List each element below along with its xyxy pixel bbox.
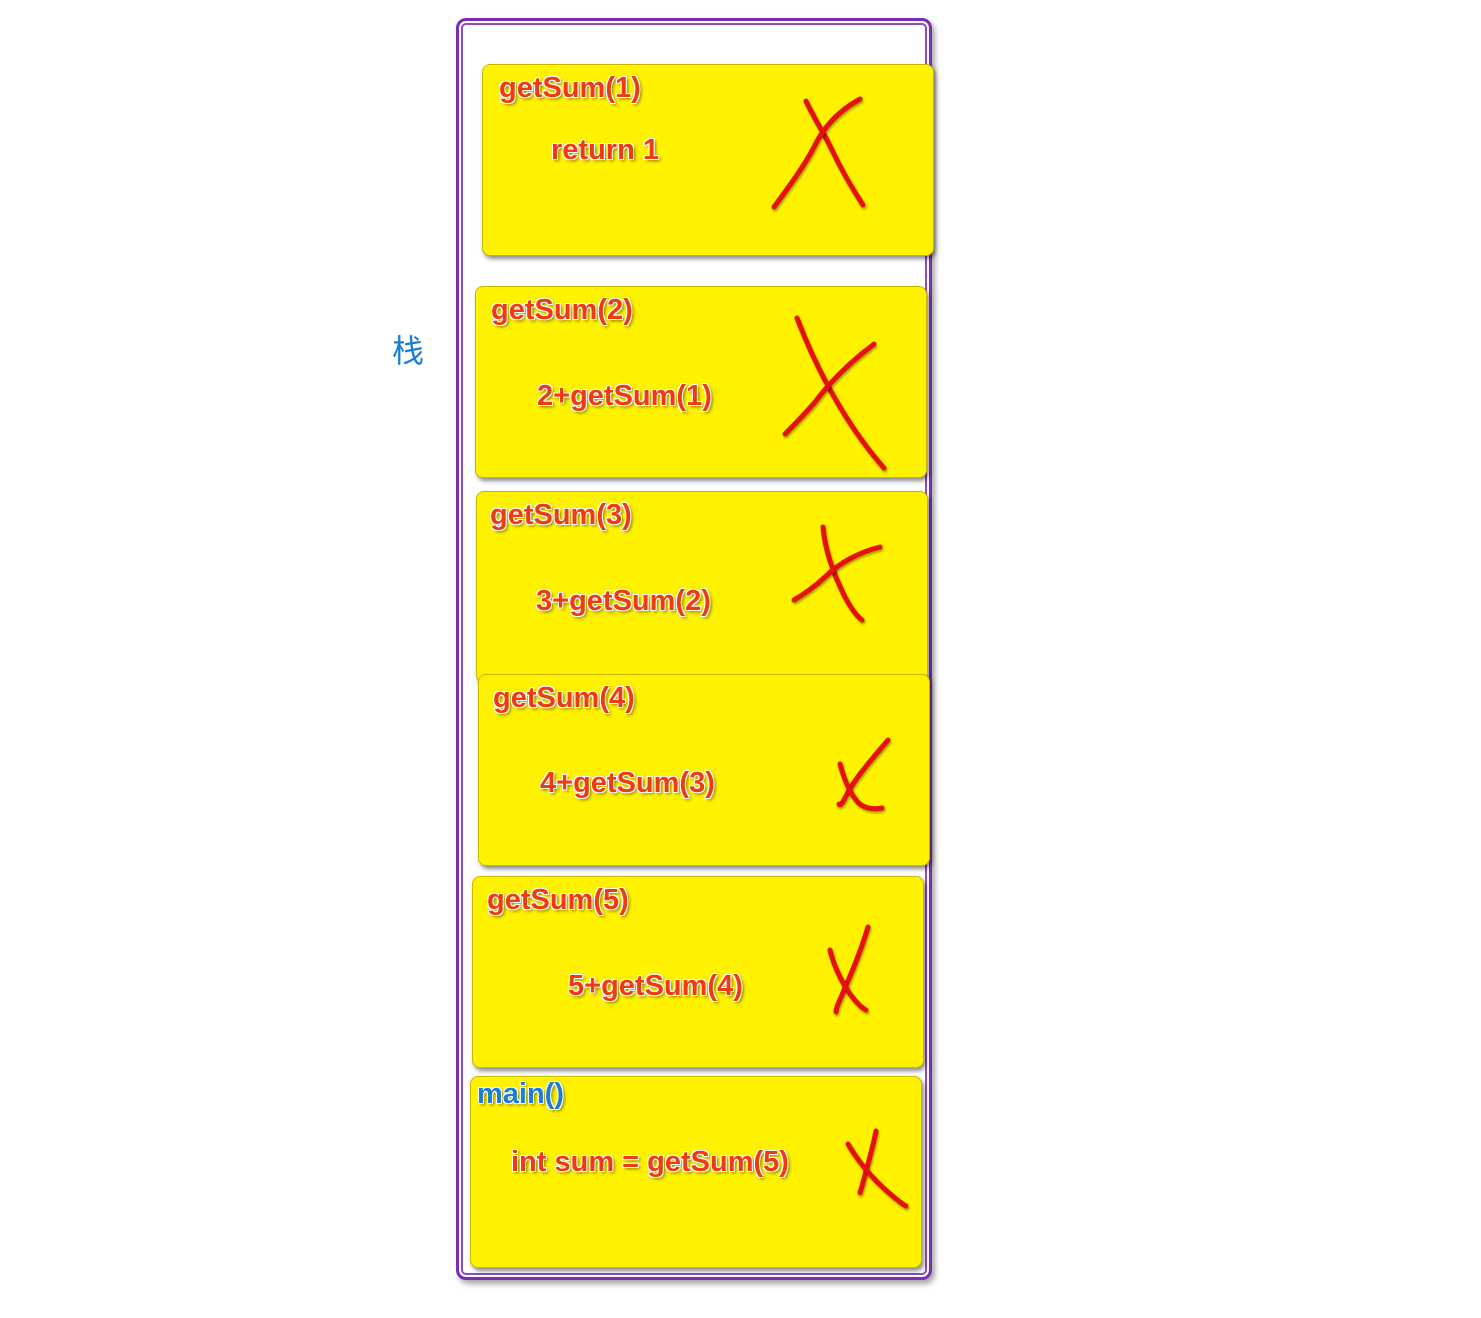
frame-code: return 1 (551, 134, 659, 166)
stack-frame-main (470, 1076, 922, 1268)
stack-frame-getsum-3 (476, 491, 928, 683)
frame-title: getSum(1) (499, 72, 641, 104)
frame-code: int sum = getSum(5) (511, 1146, 789, 1178)
stack-frame-getsum-2 (475, 286, 927, 478)
frame-code: 4+getSum(3) (540, 767, 715, 799)
stack-frame-getsum-1 (482, 64, 934, 256)
frame-title: getSum(2) (491, 294, 633, 326)
cross-mark-icon (827, 924, 871, 1015)
frame-title: getSum(4) (493, 682, 635, 714)
frame-code: 2+getSum(1) (537, 380, 712, 412)
cross-mark-icon (771, 96, 866, 210)
cross-mark-icon (782, 315, 887, 471)
frame-title: getSum(3) (490, 499, 632, 531)
frame-code: 5+getSum(4) (568, 970, 743, 1002)
frame-title: getSum(5) (487, 884, 629, 916)
cross-mark-icon (791, 524, 883, 623)
cross-mark-icon (836, 737, 891, 812)
frame-title: main() (477, 1078, 564, 1110)
frame-code: 3+getSum(2) (536, 585, 711, 617)
cross-mark-icon (845, 1128, 909, 1209)
stack-frame-getsum-4 (478, 674, 930, 866)
stack-frame-getsum-5 (472, 876, 924, 1068)
stack-label: 栈 (392, 332, 425, 370)
